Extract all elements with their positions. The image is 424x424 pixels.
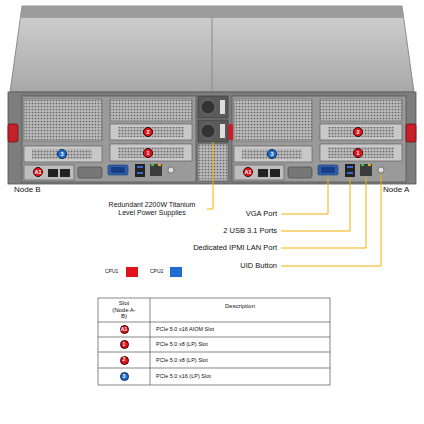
node-label: Node B [14, 186, 41, 195]
table-cell: PCIe 5.0 x16 AIOM Slot [156, 326, 214, 332]
callout-number: 2 [143, 127, 153, 137]
table-cell: 3 [120, 372, 129, 381]
table-cell: 1 [120, 340, 129, 349]
callout-number: 1 [353, 148, 363, 158]
table-cell: 2 [120, 356, 129, 365]
callout-number: 2 [353, 127, 363, 137]
node-label: Node A [383, 186, 409, 195]
callout-number: 3 [267, 149, 277, 159]
legend-swatch [126, 267, 138, 277]
port-label: Dedicated IPMI LAN Port [193, 244, 277, 252]
port-label: UID Button [240, 262, 277, 270]
table-header: Description [225, 303, 255, 310]
port-label: VGA Port [246, 210, 277, 218]
callout-number: A1 [33, 167, 43, 177]
table-header: Slot (Node A-B) [111, 300, 137, 320]
port-label: 2 USB 3.1 Ports [223, 227, 277, 235]
callout-number: 3 [57, 149, 67, 159]
table-cell: PCIe 5.0 x8 (LP) Slot [156, 341, 208, 347]
legend-text: CPU1 [105, 269, 118, 275]
callout-number: 1 [143, 148, 153, 158]
table-cell: PCIe 5.0 x16 (LP) Slot [156, 373, 211, 379]
legend-text: CPU2 [150, 269, 163, 275]
power-supply-label: Redundant 2200W Titanium Level Power Sup… [100, 201, 204, 216]
callout-number: A1 [243, 167, 253, 177]
table-cell: A1 [120, 325, 129, 334]
legend-swatch [170, 267, 182, 277]
table-cell: PCIe 5.0 x8 (LP) Slot [156, 357, 208, 363]
